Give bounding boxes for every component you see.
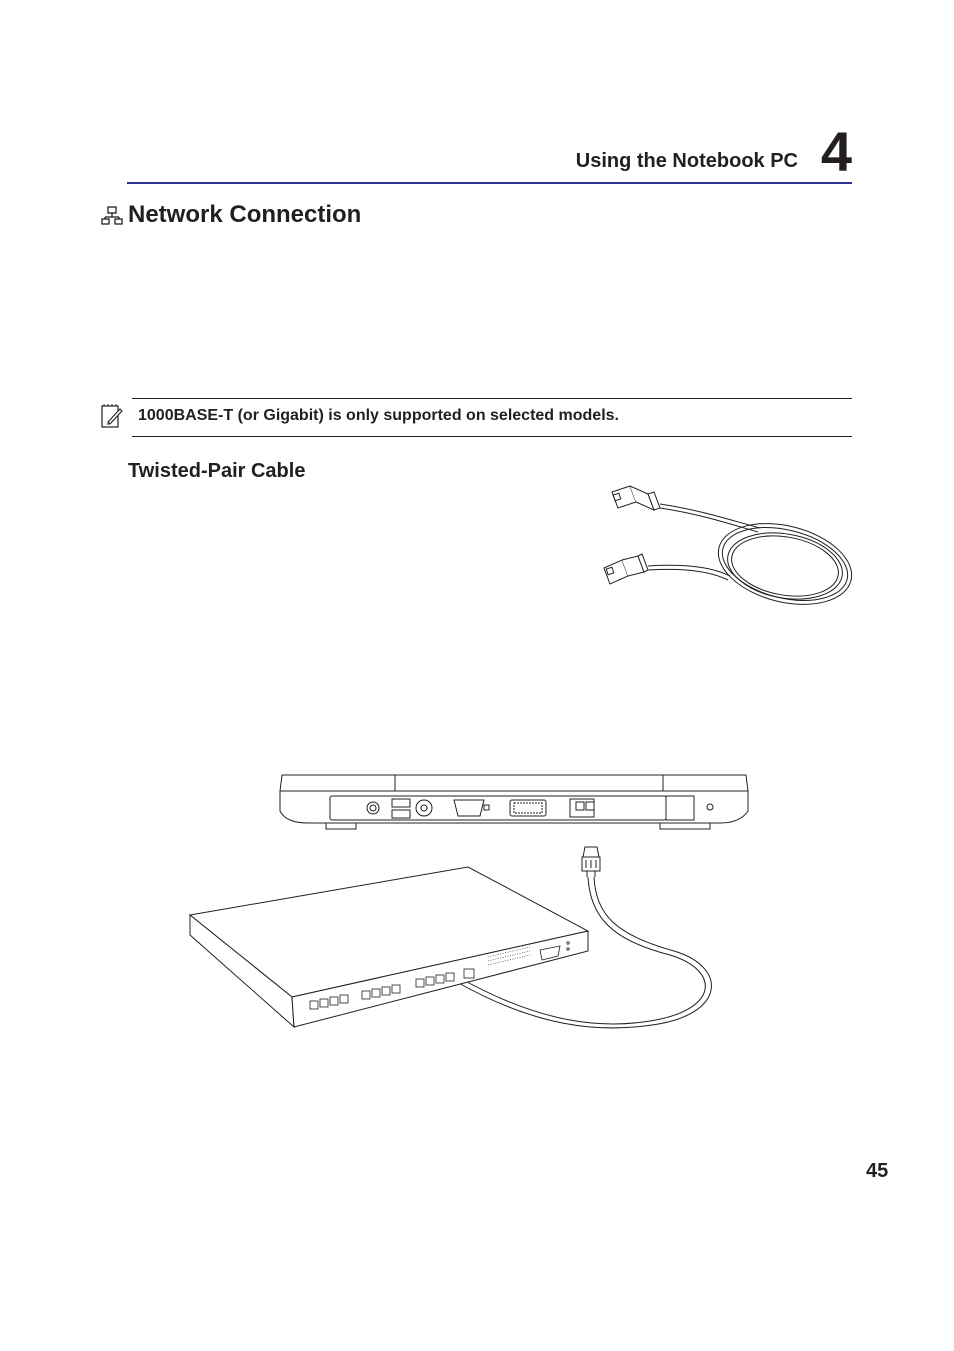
- note-rule-bottom: [132, 436, 852, 437]
- section-title: Network Connection: [128, 201, 362, 228]
- network-icon: [101, 206, 123, 225]
- subsection-title: Twisted-Pair Cable: [128, 460, 306, 482]
- twisted-pair-cable-illustration: [603, 485, 853, 605]
- note-text: 1000BASE-T (or Gigabit) is only supporte…: [138, 407, 619, 424]
- note-pencil-icon: [101, 404, 123, 428]
- chapter-number: 4: [820, 120, 852, 183]
- note-rule-top: [132, 398, 852, 399]
- page-number: 45: [866, 1160, 889, 1182]
- chapter-title: Using the Notebook PC: [575, 150, 798, 172]
- header-rule: [127, 182, 852, 184]
- notebook-to-hub-illustration: [188, 774, 749, 1029]
